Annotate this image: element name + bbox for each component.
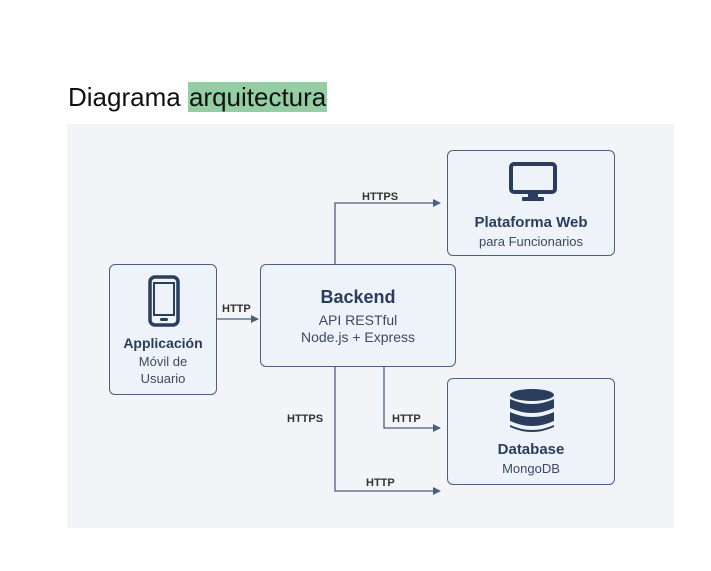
backend-title: Backend — [320, 287, 396, 307]
db-subtitle: MongoDB — [502, 461, 560, 476]
backend-line1: API RESTful — [318, 312, 398, 328]
web-title: Plataforma Web — [474, 214, 588, 231]
label-app-backend: HTTP — [222, 303, 251, 315]
label-bottom: HTTP — [366, 477, 395, 489]
title-prefix: Diagrama — [68, 82, 181, 112]
smartphone-icon — [148, 275, 180, 327]
backend-line2: Node.js + Express — [301, 329, 415, 345]
label-backend-db: HTTP — [392, 413, 421, 425]
node-database: Database MongoDB — [447, 378, 615, 485]
label-backend-down: HTTPS — [287, 413, 324, 425]
node-web-platform: Plataforma Web para Funcionarios — [447, 150, 615, 256]
edge-backend-db — [383, 367, 441, 432]
monitor-icon — [509, 162, 557, 201]
edge-backend-bottom — [334, 367, 441, 495]
app-line2: Usuario — [140, 371, 186, 386]
label-backend-web: HTTPS — [362, 191, 399, 203]
title-highlight: arquitectura — [187, 82, 328, 112]
database-icon — [510, 389, 554, 432]
web-subtitle: para Funcionarios — [478, 234, 584, 249]
app-line1: Móvil de — [138, 354, 188, 369]
page-title: Diagrama arquitectura — [68, 80, 328, 114]
node-mobile-app: Applicación Móvil de Usuario — [109, 264, 217, 395]
node-backend: Backend API RESTful Node.js + Express — [260, 264, 456, 367]
edge-backend-web — [334, 199, 441, 264]
db-title: Database — [497, 441, 565, 458]
app-title: Applicación — [123, 335, 203, 351]
